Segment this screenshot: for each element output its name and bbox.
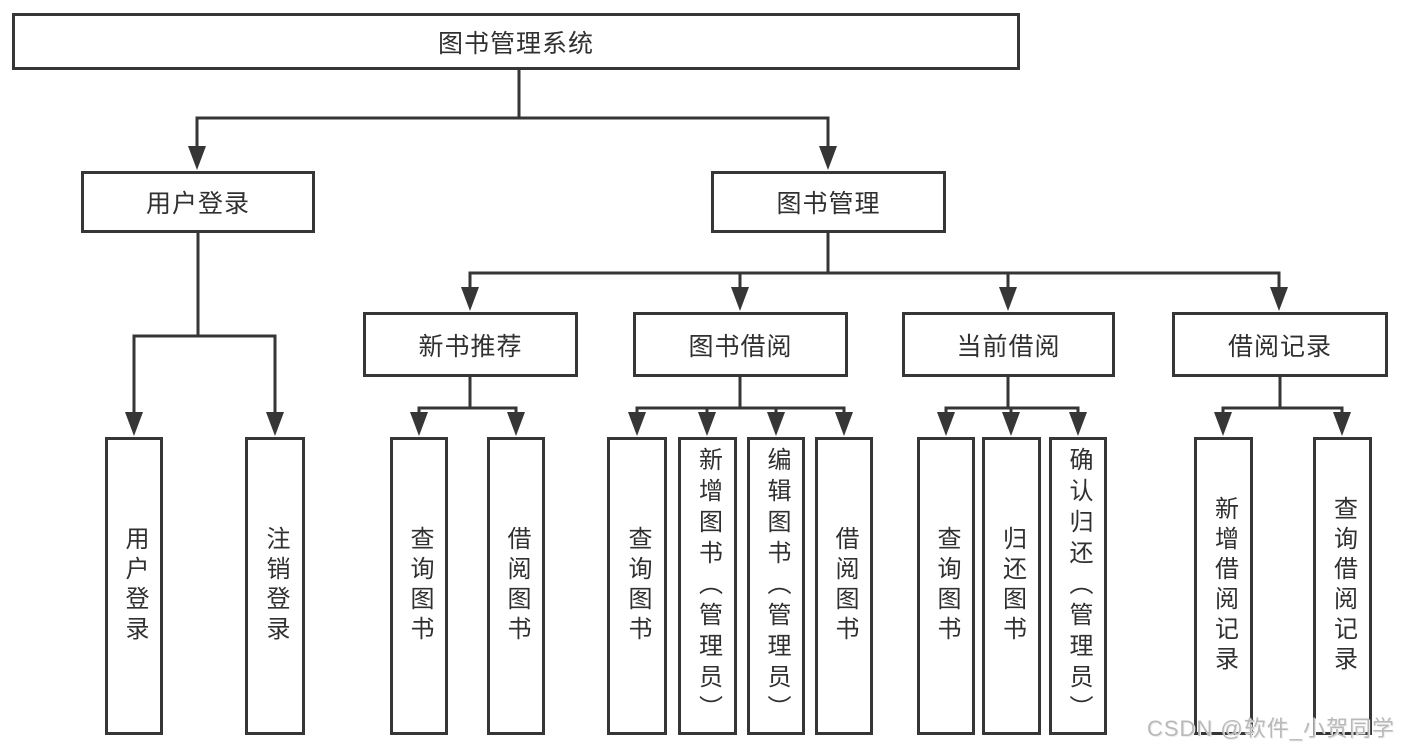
leaf-add-book-admin: 新增图书（管理员） <box>678 437 737 735</box>
leaf-add-borrow-record-label: 新增借阅记录 <box>1210 496 1238 676</box>
leaf-query-borrow-record: 查询借阅记录 <box>1313 437 1372 735</box>
watermark: CSDN @软件_小贺同学 <box>1146 716 1395 741</box>
node-new-book-recommendation: 新书推荐 <box>363 312 578 377</box>
node-root: 图书管理系统 <box>12 13 1020 70</box>
node-user-login-branch: 用户登录 <box>81 171 315 233</box>
leaf-borrow-books-borrowing-label: 借阅图书 <box>831 526 858 646</box>
leaf-query-borrow-record-label: 查询借阅记录 <box>1329 496 1357 676</box>
leaf-query-books-current-label: 查询图书 <box>933 526 960 646</box>
leaf-return-book-label: 归还图书 <box>998 526 1026 646</box>
node-current-borrowing: 当前借阅 <box>902 312 1115 377</box>
leaf-logout-label: 注销登录 <box>262 526 289 646</box>
node-borrowing-records: 借阅记录 <box>1172 312 1388 377</box>
leaf-borrow-books-borrowing: 借阅图书 <box>815 437 873 735</box>
node-book-borrowing: 图书借阅 <box>633 312 848 377</box>
leaf-add-borrow-record: 新增借阅记录 <box>1194 437 1253 735</box>
leaf-borrow-books-recommend: 借阅图书 <box>487 437 545 735</box>
leaf-borrow-books-recommend-label: 借阅图书 <box>503 526 530 646</box>
leaf-edit-book-admin-label: 编辑图书（管理员） <box>763 447 790 726</box>
leaf-query-books-current: 查询图书 <box>917 437 975 735</box>
leaf-confirm-return-admin: 确认归还（管理员） <box>1049 437 1107 735</box>
leaf-confirm-return-admin-label: 确认归还（管理员） <box>1065 447 1092 726</box>
leaf-query-books-borrowing: 查询图书 <box>607 437 667 735</box>
leaf-query-books-recommend-label: 查询图书 <box>406 526 433 646</box>
node-book-management: 图书管理 <box>711 171 946 233</box>
leaf-user-login: 用户登录 <box>105 437 163 735</box>
leaf-logout: 注销登录 <box>245 437 305 735</box>
leaf-edit-book-admin: 编辑图书（管理员） <box>747 437 805 735</box>
leaf-query-books-borrowing-label: 查询图书 <box>624 526 651 646</box>
leaf-query-books-recommend: 查询图书 <box>390 437 448 735</box>
leaf-add-book-admin-label: 新增图书（管理员） <box>694 447 722 726</box>
leaf-user-login-label: 用户登录 <box>121 526 148 646</box>
leaf-return-book: 归还图书 <box>982 437 1041 735</box>
